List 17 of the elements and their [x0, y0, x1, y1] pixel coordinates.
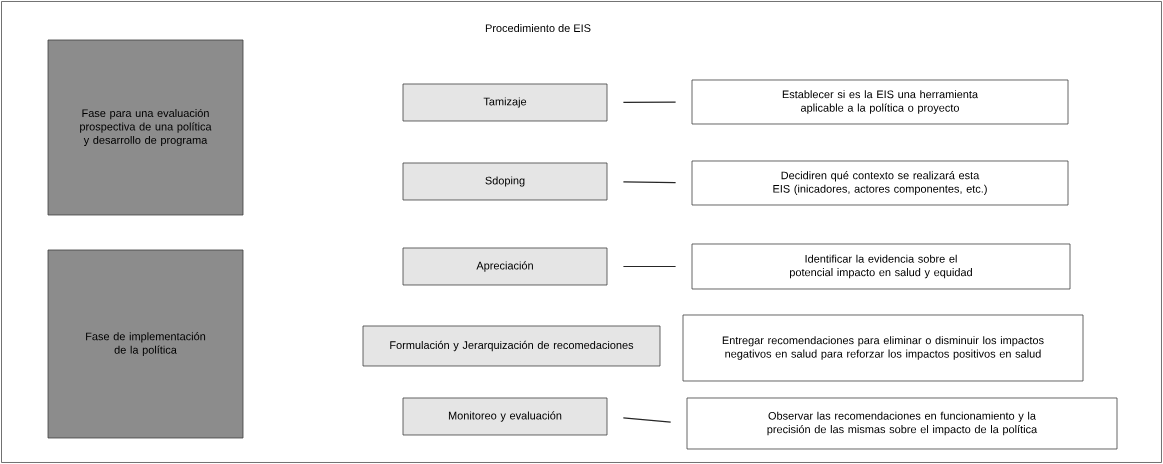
step-box: Monitoreo y evaluación: [402, 397, 608, 436]
heading: Procedimiento de EIS: [485, 23, 591, 32]
step-box: Formulación y Jerarquización de recomedaciones: [362, 325, 661, 367]
connector-line: [622, 101, 677, 103]
description-box: Establecer si es la EIS una herramienta aplicable a la política o proyecto: [691, 79, 1069, 125]
description-box: Observar las recomendaciones en funcionamiento y la precisión de las mismas sobre el impacto de la política: [686, 397, 1118, 450]
phase-box: Fase de implementación de la política: [47, 249, 244, 439]
connector-line: [622, 417, 672, 423]
description-box: Identificar la evidencia sobre el potencial impacto en salud y equidad: [691, 243, 1071, 290]
phase-box: Fase para una evaluación prospectiva de una política y desarrollo de programa: [47, 39, 244, 216]
step-box: Tamizaje: [402, 83, 608, 122]
connector-line: [622, 265, 677, 268]
description-box: Entregar recomendaciones para eliminar o disminuir los impactos negativos en salud para reforzar los impactos positivos en salud: [682, 314, 1084, 382]
step-box: Apreciación: [402, 247, 608, 286]
step-box: Sdoping: [402, 162, 608, 201]
connector-line: [622, 181, 677, 184]
description-box: Decidiren qué contexto se realizará esta EIS (inicadores, actores componentes, etc.): [691, 160, 1069, 206]
